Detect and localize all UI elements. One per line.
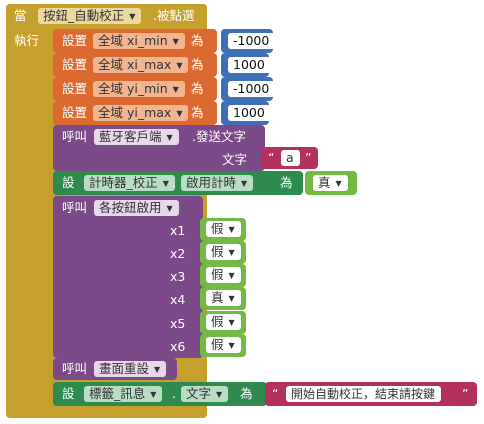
logic-value: 真 <box>318 175 331 190</box>
logic-value: 假 <box>211 244 224 259</box>
procedure-dropdown[interactable]: 畫面重設 ▼ <box>94 361 167 377</box>
dropdown-arrow-icon: ▼ <box>166 133 173 142</box>
dropdown-arrow-icon: ▼ <box>176 109 183 118</box>
to-label: 為 <box>191 33 204 48</box>
set-label: 設置 <box>62 33 88 48</box>
to-label: 為 <box>280 175 293 190</box>
property-name: 啟用計時 <box>186 175 237 190</box>
event-component-text: 按鈕_自動校正 <box>43 8 125 23</box>
logic-value: 真 <box>211 290 224 305</box>
quote-open: “ <box>272 386 279 401</box>
call-label: 呼叫 <box>62 200 88 215</box>
arg-label: x3 <box>170 269 186 284</box>
set-label: 設置 <box>62 81 88 96</box>
global-var-name: 全域 xi_max <box>98 57 172 72</box>
logic-dropdown[interactable]: 假▼ <box>206 244 241 260</box>
logic-value: 假 <box>211 314 224 329</box>
event-name-label: .被點選 <box>153 8 195 23</box>
logic-value: 假 <box>211 337 224 352</box>
logic-dropdown[interactable]: 假▼ <box>206 267 241 283</box>
do-label: 執行 <box>14 33 40 48</box>
number-field[interactable]: 1000 <box>228 57 271 73</box>
quote-close: ” <box>462 386 469 401</box>
to-label: 為 <box>240 386 253 401</box>
dropdown-arrow-icon: ▼ <box>176 61 183 70</box>
dropdown-arrow-icon: ▼ <box>228 294 235 303</box>
number-field[interactable]: -1000 <box>228 81 276 97</box>
dropdown-arrow-icon: ▼ <box>154 365 161 374</box>
dropdown-arrow-icon: ▼ <box>129 12 136 21</box>
text-field[interactable]: a <box>281 150 300 166</box>
arg-label: x2 <box>170 246 186 261</box>
global-var-dropdown[interactable]: 全域 yi_max ▼ <box>93 105 189 121</box>
when-label: 當 <box>14 8 27 23</box>
dropdown-arrow-icon: ▼ <box>228 341 235 350</box>
dropdown-arrow-icon: ▼ <box>241 179 248 188</box>
logic-dropdown[interactable]: 真▼ <box>206 290 241 306</box>
procedure-dropdown[interactable]: 各按鈕啟用 ▼ <box>94 200 179 216</box>
to-label: 為 <box>191 57 204 72</box>
set-label: 設置 <box>62 57 88 72</box>
global-var-dropdown[interactable]: 全域 xi_min ▼ <box>93 33 185 49</box>
dot-separator: . <box>172 386 176 401</box>
logic-dropdown[interactable]: 假▼ <box>206 314 241 330</box>
quote-close: ” <box>305 150 312 165</box>
procedure-name: 各按鈕啟用 <box>99 200 162 215</box>
set-label: 設 <box>62 175 75 190</box>
text-field[interactable]: 開始自動校正，結束請按鍵 <box>286 386 442 402</box>
dropdown-arrow-icon: ▼ <box>216 390 223 399</box>
component-name: 計時器_校正 <box>89 175 158 190</box>
arg-label: x5 <box>170 316 186 331</box>
logic-value: 假 <box>211 267 224 282</box>
label-component-dropdown[interactable]: 標籤_訊息 ▼ <box>84 386 163 402</box>
set-label: 設置 <box>62 105 88 120</box>
to-label: 為 <box>191 81 204 96</box>
procedure-name: 畫面重設 <box>99 361 150 376</box>
property-name: 文字 <box>186 386 212 401</box>
label-property-dropdown[interactable]: 文字 ▼ <box>181 386 229 402</box>
dropdown-arrow-icon: ▼ <box>162 179 169 188</box>
dropdown-arrow-icon: ▼ <box>228 225 235 234</box>
logic-dropdown[interactable]: 真▼ <box>313 175 348 191</box>
timer-property-dropdown[interactable]: 啟用計時 ▼ <box>181 175 254 191</box>
number-field[interactable]: 1000 <box>228 105 271 121</box>
logic-dropdown[interactable]: 假▼ <box>206 221 241 237</box>
event-component-dropdown[interactable]: 按鈕_自動校正 ▼ <box>38 8 142 24</box>
component-name: 標籤_訊息 <box>89 386 146 401</box>
logic-dropdown[interactable]: 假▼ <box>206 337 241 353</box>
to-label: 為 <box>191 105 204 120</box>
dropdown-arrow-icon: ▼ <box>335 179 342 188</box>
bluetooth-component-dropdown[interactable]: 藍牙客戶端 ▼ <box>94 129 179 145</box>
global-var-dropdown[interactable]: 全域 yi_min ▼ <box>93 81 185 97</box>
timer-component-dropdown[interactable]: 計時器_校正 ▼ <box>84 175 175 191</box>
number-field[interactable]: -1000 <box>228 33 276 49</box>
global-var-dropdown[interactable]: 全域 xi_max ▼ <box>93 57 189 73</box>
arg-label: x4 <box>170 292 186 307</box>
call-label: 呼叫 <box>62 129 88 144</box>
global-var-name: 全域 yi_max <box>98 105 172 120</box>
dropdown-arrow-icon: ▼ <box>228 318 235 327</box>
arg-label: x6 <box>170 339 186 354</box>
method-label: .發送文字 <box>192 129 246 144</box>
global-var-name: 全域 xi_min <box>98 33 168 48</box>
logic-value: 假 <box>211 221 224 236</box>
component-name: 藍牙客戶端 <box>99 129 162 144</box>
set-label: 設 <box>62 386 75 401</box>
param-label: 文字 <box>222 152 248 167</box>
quote-open: “ <box>268 150 275 165</box>
global-var-name: 全域 yi_min <box>98 81 168 96</box>
dropdown-arrow-icon: ▼ <box>172 37 179 46</box>
dropdown-arrow-icon: ▼ <box>166 204 173 213</box>
dropdown-arrow-icon: ▼ <box>228 271 235 280</box>
dropdown-arrow-icon: ▼ <box>228 248 235 257</box>
dot-separator: . <box>172 175 176 190</box>
call-label: 呼叫 <box>62 361 88 376</box>
dropdown-arrow-icon: ▼ <box>172 85 179 94</box>
arg-label: x1 <box>170 223 186 238</box>
dropdown-arrow-icon: ▼ <box>150 390 157 399</box>
